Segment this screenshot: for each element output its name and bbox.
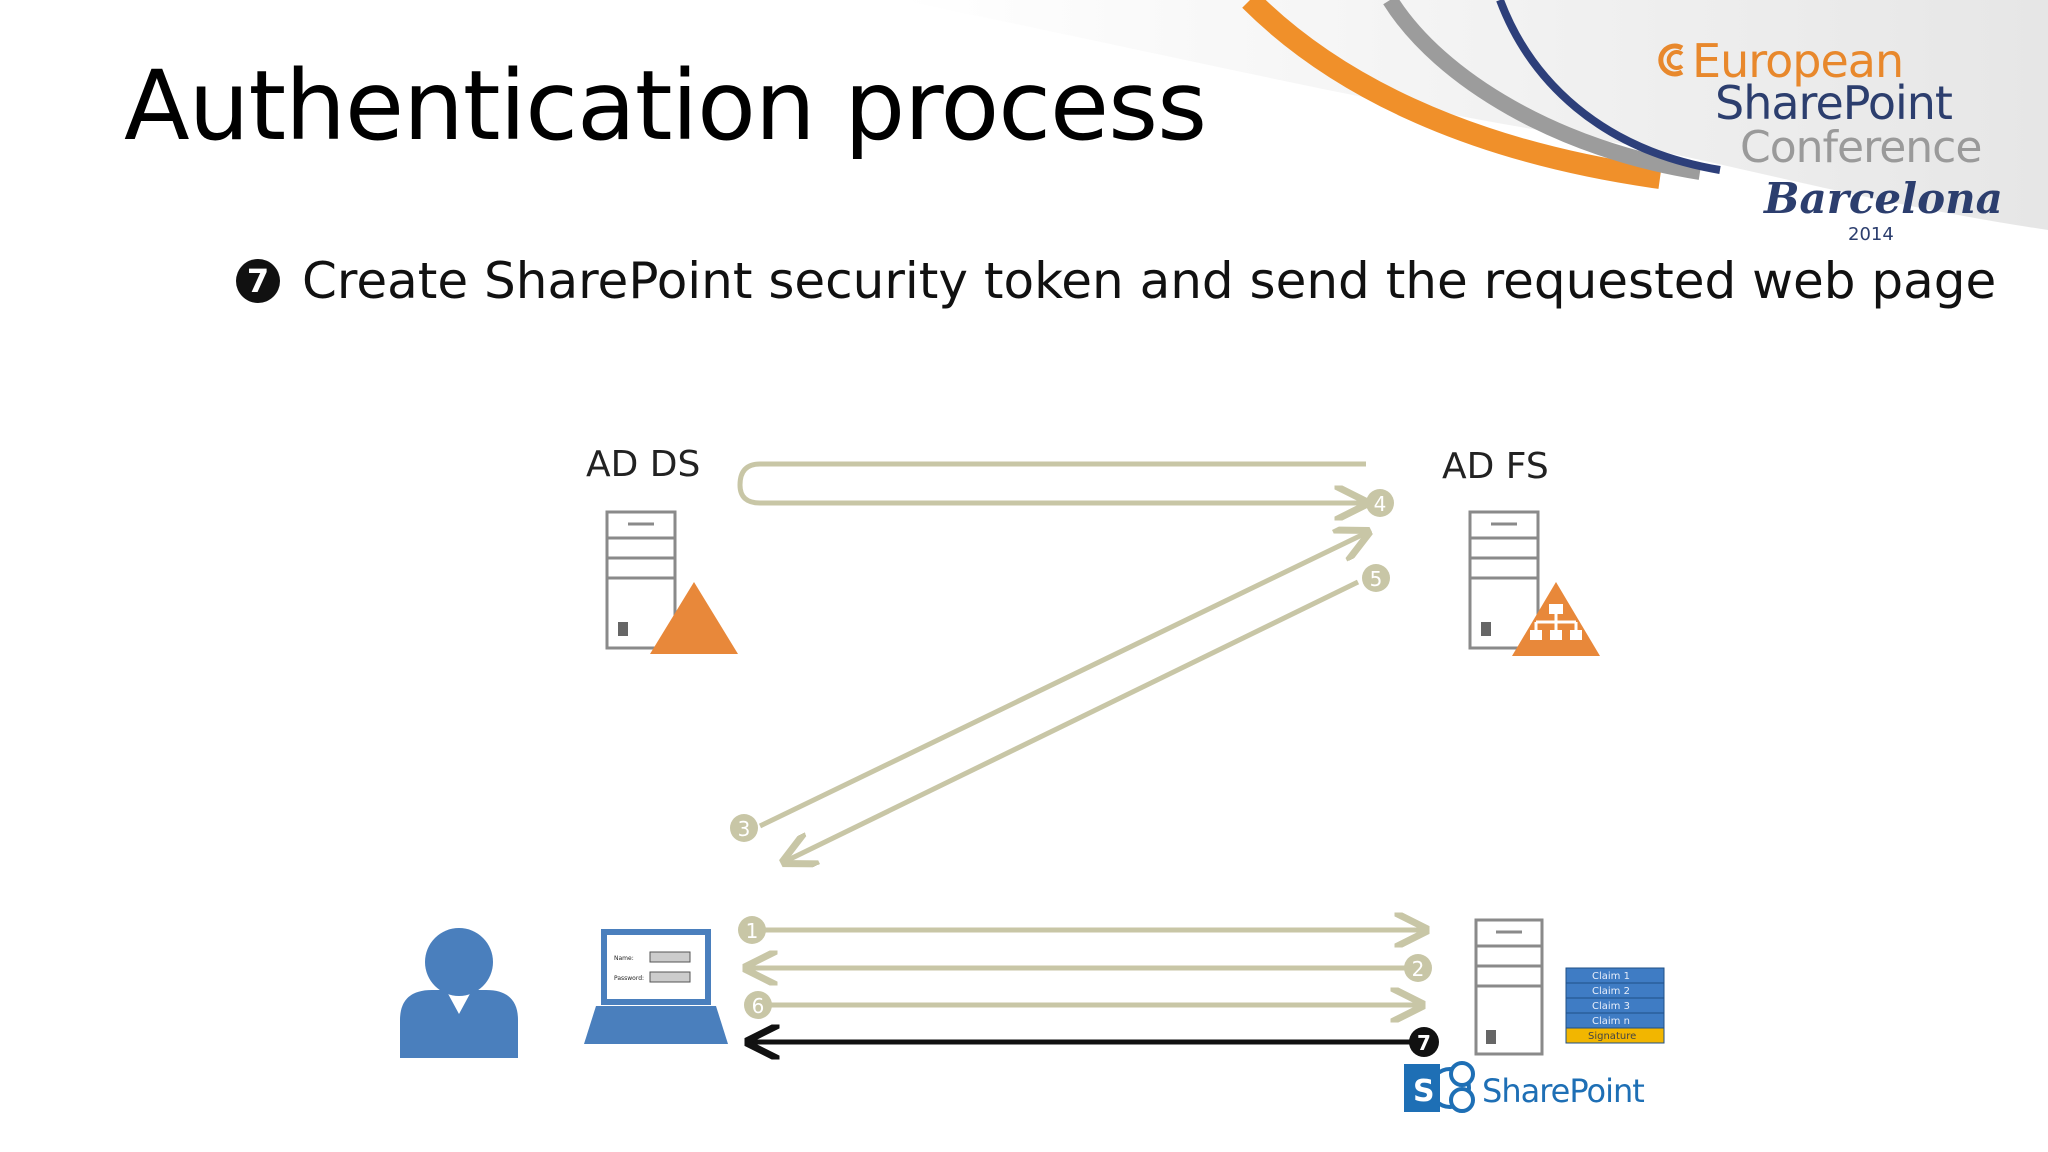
ad-fs-label: AD FS bbox=[1442, 446, 1549, 487]
logo-swirl-icon bbox=[1658, 43, 1684, 77]
arrow-step-3 bbox=[758, 532, 1368, 829]
login-password-label: Password: bbox=[614, 975, 644, 982]
step-badge-6: 6 bbox=[744, 991, 772, 1019]
decorative-swoosh bbox=[900, 0, 2048, 230]
login-name-label: Name: bbox=[614, 955, 634, 962]
laptop-icon bbox=[584, 929, 728, 1044]
token-row: Claim 1 bbox=[1592, 971, 1630, 982]
step-badge-7: 7 bbox=[1409, 1027, 1439, 1057]
sharepoint-server-icon bbox=[1474, 918, 1544, 1056]
svg-text:7: 7 bbox=[1417, 1031, 1431, 1055]
logo-line-conference: Conference bbox=[1740, 122, 1982, 173]
token-row: Claim n bbox=[1592, 1016, 1630, 1027]
svg-text:3: 3 bbox=[738, 817, 751, 841]
step-text: Create SharePoint security token and sen… bbox=[302, 252, 1997, 310]
step-description: 7 Create SharePoint security token and s… bbox=[236, 252, 1996, 310]
ad-fs-server-icon bbox=[1468, 510, 1540, 650]
token-row: Claim 2 bbox=[1592, 986, 1630, 997]
flow-arrows bbox=[737, 461, 1426, 1042]
step-badge-1: 1 bbox=[738, 916, 766, 944]
token-signature-row: Signature bbox=[1588, 1031, 1636, 1042]
svg-text:2: 2 bbox=[1412, 957, 1425, 981]
svg-text:S: S bbox=[1413, 1074, 1435, 1109]
logo-line-sharepoint: SharePoint bbox=[1715, 76, 1953, 130]
ad-ds-triangle-icon bbox=[650, 582, 738, 654]
ad-ds-server-icon bbox=[605, 510, 677, 650]
step-badge-3: 3 bbox=[730, 814, 758, 842]
step-badge-5: 5 bbox=[1362, 564, 1390, 592]
sharepoint-label: SharePoint bbox=[1482, 1072, 1645, 1110]
ad-fs-hierarchy-icon bbox=[1512, 582, 1600, 656]
logo-line-city: Barcelona bbox=[1764, 174, 2003, 223]
sharepoint-logo-icon: S bbox=[1404, 1061, 1475, 1113]
security-token: Claim 1 Claim 2 Claim 3 Claim n Signatur… bbox=[1565, 967, 1665, 1044]
step-badge-4: 4 bbox=[1366, 489, 1394, 517]
svg-text:6: 6 bbox=[752, 994, 765, 1018]
ad-ds-label: AD DS bbox=[586, 444, 701, 485]
slide-title: Authentication process bbox=[124, 50, 1207, 162]
arrow-step-4 bbox=[737, 461, 1366, 503]
step-number-badge: 7 bbox=[236, 259, 280, 303]
logo-line-european: European bbox=[1692, 34, 1904, 88]
token-row: Claim 3 bbox=[1592, 1001, 1630, 1012]
svg-text:4: 4 bbox=[1374, 492, 1387, 516]
step-badge-2: 2 bbox=[1404, 954, 1432, 982]
svg-text:1: 1 bbox=[746, 919, 759, 943]
svg-text:5: 5 bbox=[1370, 567, 1383, 591]
user-icon bbox=[400, 928, 518, 1058]
arrow-step-5 bbox=[784, 579, 1360, 862]
